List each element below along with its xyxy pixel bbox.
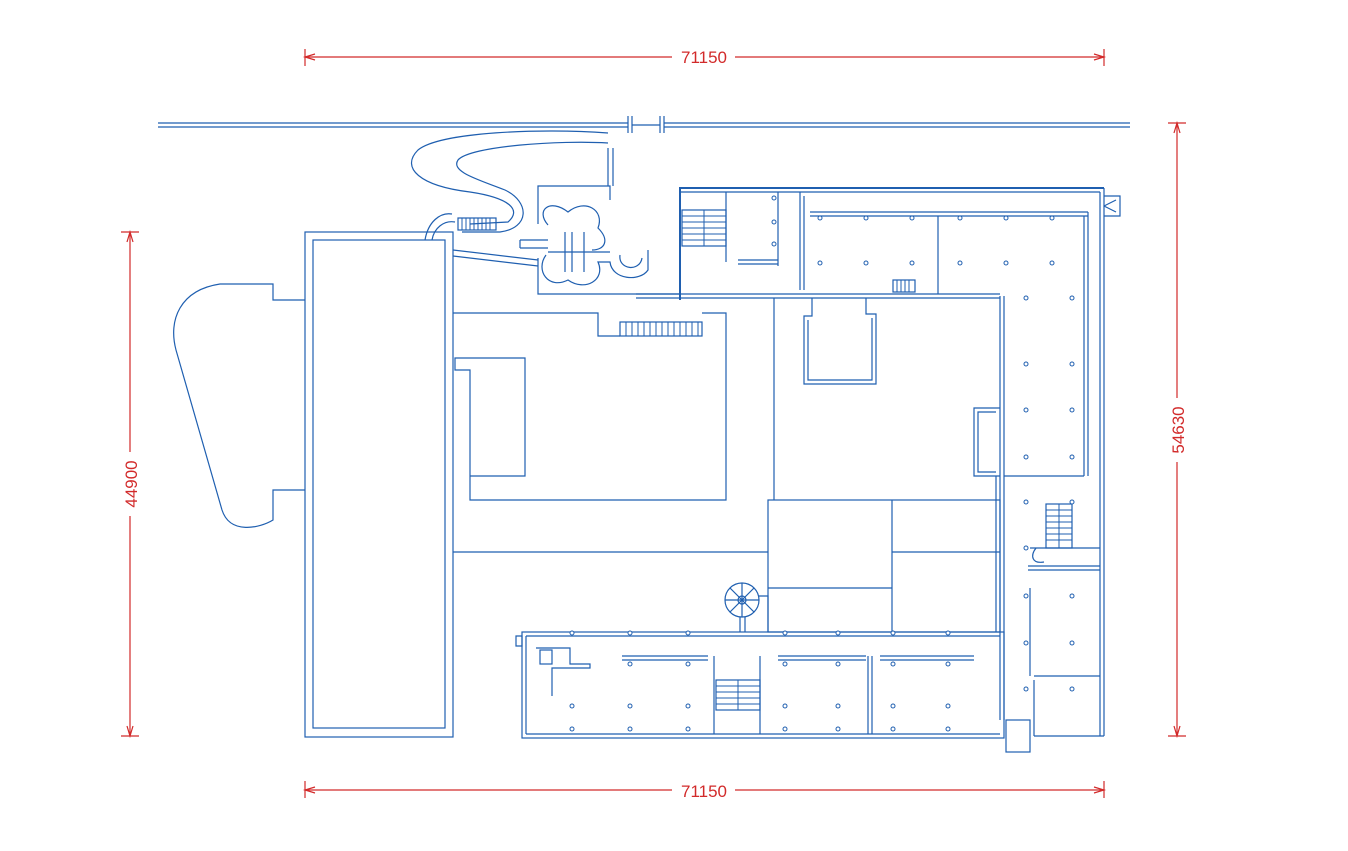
clover-room: [452, 185, 680, 295]
dimension-left: 44900: [121, 229, 141, 739]
dimension-left-label: 44900: [122, 460, 141, 507]
dimension-right-label: 54630: [1169, 406, 1188, 453]
right-lower-wing: [999, 476, 1104, 753]
dimension-bottom-label: 71150: [681, 782, 727, 801]
right-lower-stair: [1032, 503, 1073, 563]
dimension-top-label: 71150: [681, 48, 727, 67]
dimension-bottom: 71150: [302, 781, 1107, 801]
site-boundary-line: [158, 116, 1130, 133]
entry-ramp: [410, 130, 614, 241]
dimension-top: 71150: [302, 48, 1107, 67]
bottom-wing-columns: [569, 630, 951, 732]
bottom-wing: [515, 631, 1005, 739]
right-lower-columns: [1023, 499, 1075, 692]
central-stair: [619, 321, 703, 337]
spiral-stair: [724, 582, 769, 632]
dimension-right: 54630: [1168, 120, 1188, 739]
entry-stair: [457, 217, 497, 231]
top-stair: [681, 209, 727, 247]
upper-gallery-columns: [771, 195, 1075, 460]
upper-right-gallery: [810, 188, 1121, 736]
upper-gallery-stair: [892, 279, 916, 293]
mid-grid-rooms: [767, 476, 1001, 633]
bottom-wing-stair: [715, 679, 761, 711]
long-hall: [304, 231, 454, 738]
left-curved-wing: [173, 283, 305, 528]
central-courts: [453, 298, 877, 553]
top-stair-block: [636, 187, 1104, 300]
